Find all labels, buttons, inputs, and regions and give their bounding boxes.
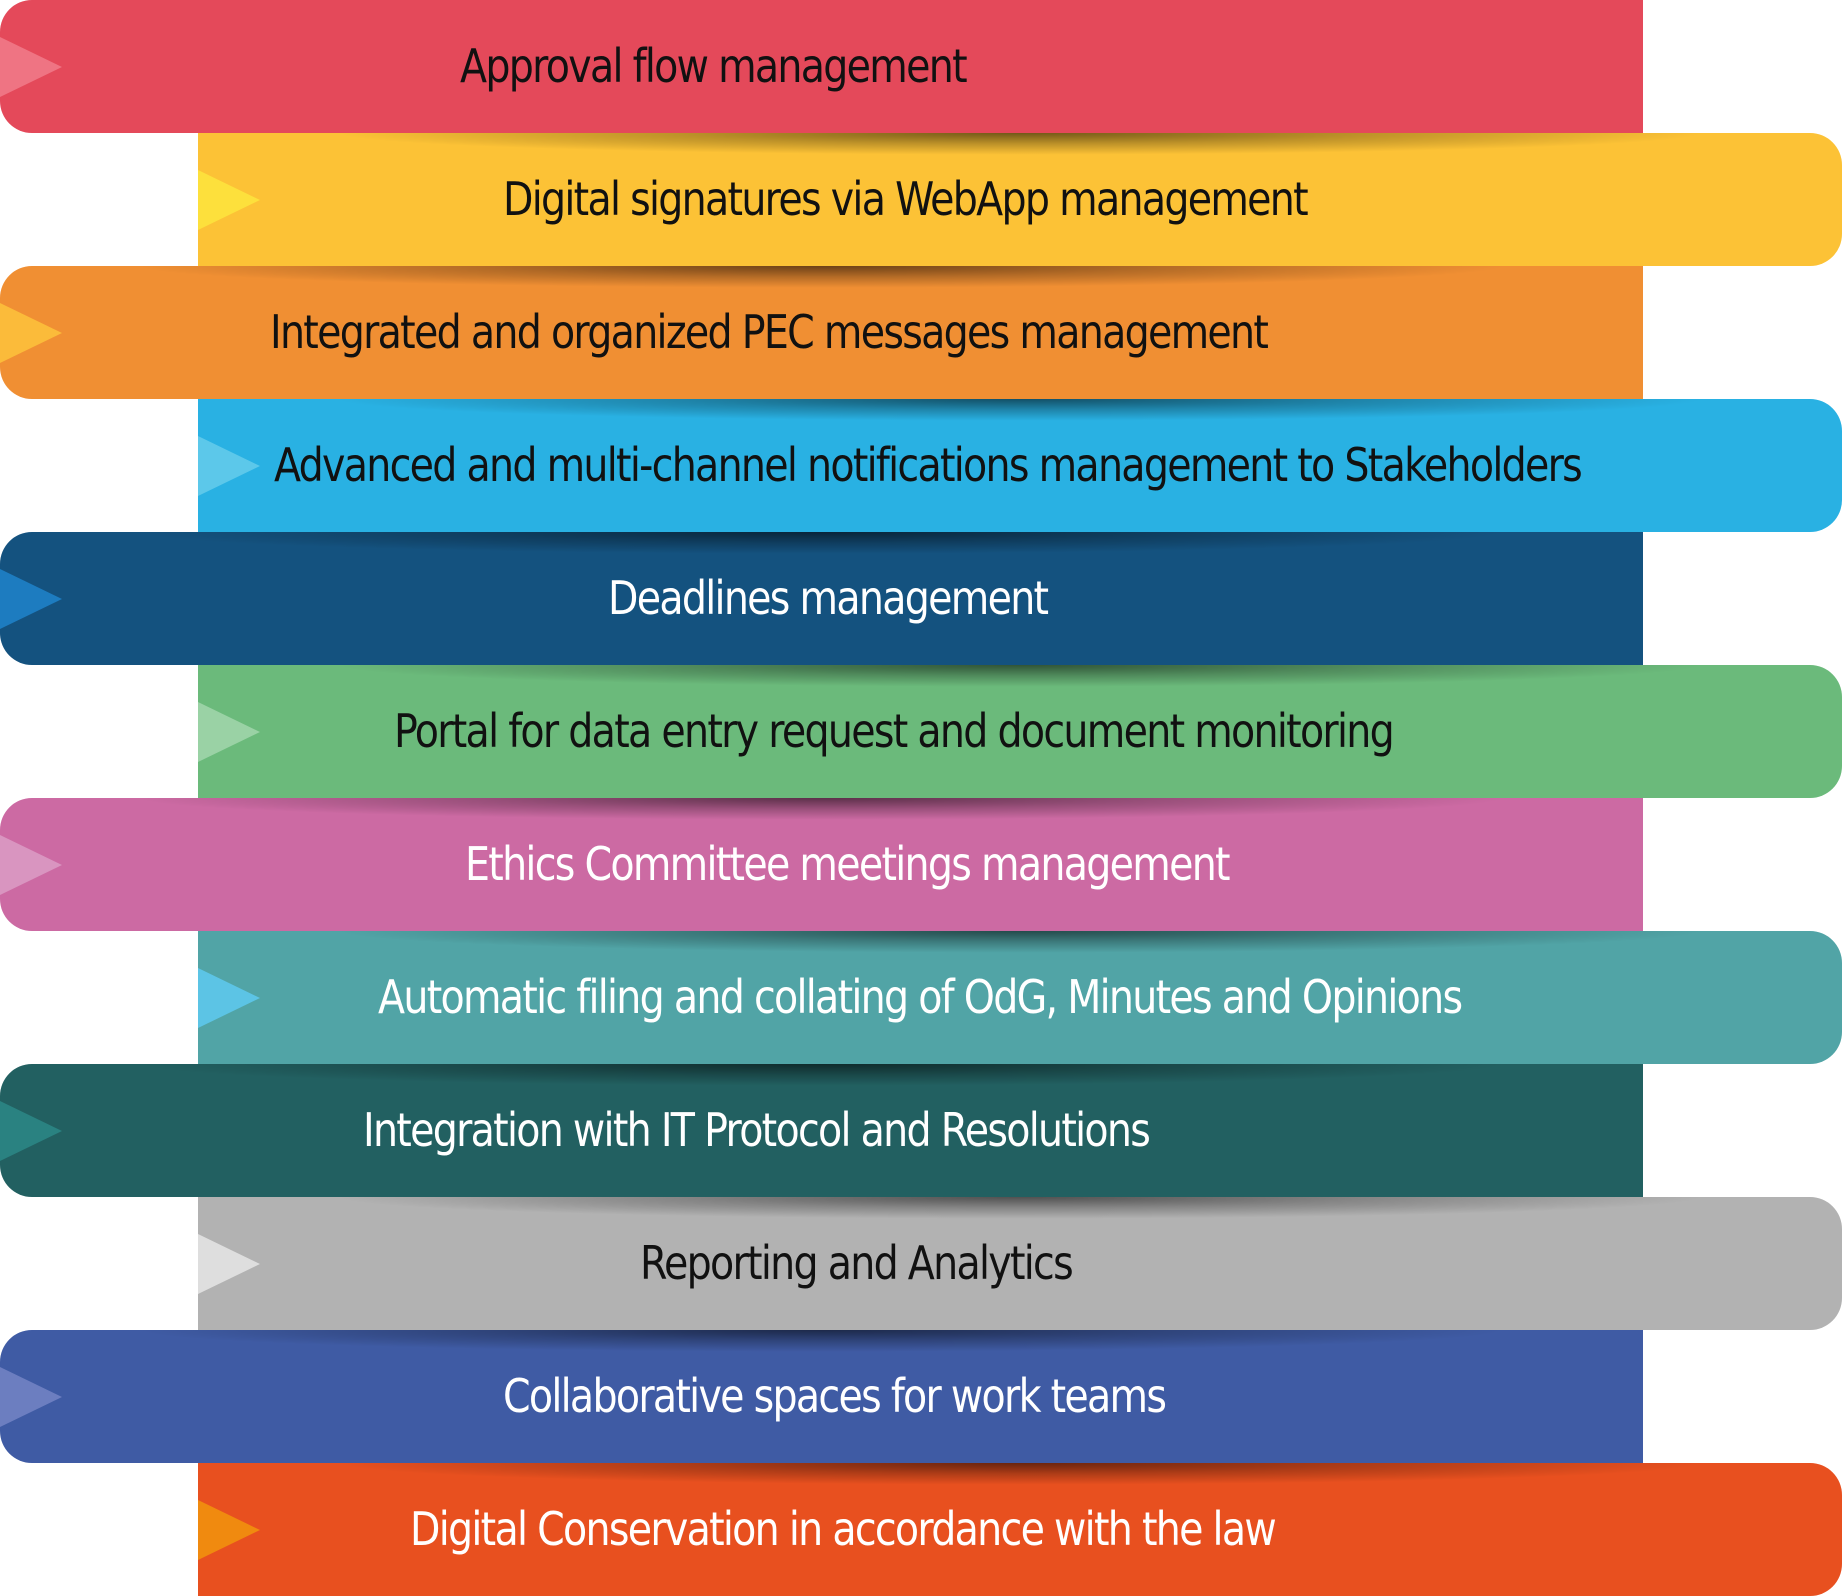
feature-label: Approval flow management (460, 39, 968, 93)
arrow-icon (0, 835, 62, 895)
feature-label: Ethics Committee meetings management (465, 837, 1231, 891)
feature-label: Digital Conservation in accordance with … (410, 1502, 1277, 1556)
arrow-icon (198, 170, 260, 230)
arrow-icon (198, 436, 260, 496)
feature-label: Automatic filing and collating of OdG, M… (378, 970, 1463, 1024)
feature-band: Approval flow management (0, 0, 1643, 133)
feature-band: Digital signatures via WebApp management (198, 133, 1842, 266)
arrow-icon (0, 569, 62, 629)
arrow-icon (0, 1101, 62, 1161)
feature-label: Deadlines management (608, 571, 1049, 625)
feature-band: Portal for data entry request and docume… (198, 665, 1842, 798)
feature-label: Portal for data entry request and docume… (394, 704, 1395, 758)
feature-label: Integration with IT Protocol and Resolut… (363, 1103, 1151, 1157)
feature-band: Integrated and organized PEC messages ma… (0, 266, 1643, 399)
feature-label: Reporting and Analytics (640, 1236, 1074, 1290)
feature-band: Ethics Committee meetings management (0, 798, 1643, 931)
feature-band: Reporting and Analytics (198, 1197, 1842, 1330)
feature-band: Advanced and multi-channel notifications… (198, 399, 1842, 532)
arrow-icon (0, 1367, 62, 1427)
arrow-icon (198, 702, 260, 762)
feature-band: Deadlines management (0, 532, 1643, 665)
arrow-icon (0, 303, 62, 363)
arrow-icon (0, 37, 62, 97)
feature-label: Integrated and organized PEC messages ma… (270, 305, 1269, 359)
feature-band: Integration with IT Protocol and Resolut… (0, 1064, 1643, 1197)
feature-band: Digital Conservation in accordance with … (198, 1463, 1842, 1596)
feature-band: Collaborative spaces for work teams (0, 1330, 1643, 1463)
arrow-icon (198, 968, 260, 1028)
feature-band: Automatic filing and collating of OdG, M… (198, 931, 1842, 1064)
feature-label: Advanced and multi-channel notifications… (274, 438, 1583, 492)
feature-label: Digital signatures via WebApp management (503, 172, 1309, 226)
feature-label: Collaborative spaces for work teams (503, 1369, 1167, 1423)
arrow-icon (198, 1234, 260, 1294)
arrow-icon (198, 1500, 260, 1560)
